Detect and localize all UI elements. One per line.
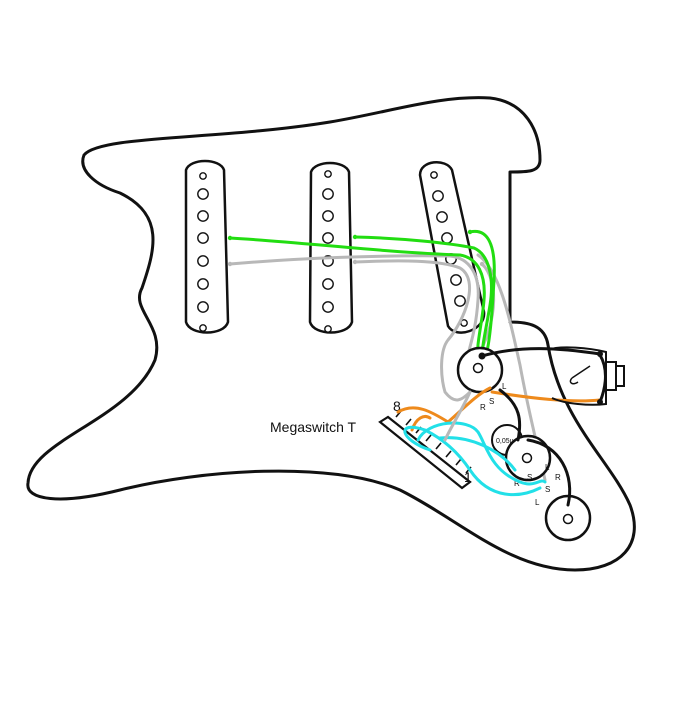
pole-piece [322,232,334,244]
neck-pickup [184,159,230,334]
ground-wire-middle [353,259,472,402]
tone-pot-1-pin-r: R [514,479,520,488]
pickup-terminals [227,229,473,241]
pole-piece [430,171,438,179]
tone-pot-2-pin-s: S [545,485,550,494]
terminal-dot [227,235,233,241]
volume-pot: R S L [456,346,507,412]
pole-piece [197,255,209,267]
pole-piece [322,278,334,290]
pole-piece [197,188,209,200]
tone-pot-2-pin-l: L [535,498,540,507]
pole-piece [324,170,332,178]
pole-piece [322,188,334,200]
capacitor-label: 0,05µ [496,438,514,445]
pole-piece [199,172,207,180]
hot-wires [228,229,496,360]
switch-lug [405,418,412,426]
black-wire-pot-tone [498,388,522,442]
tone-pot-2-pin-r: R [555,473,561,482]
terminal-dot [227,261,233,267]
hot-wire-bridge [468,229,496,358]
black-wire-jack-return [598,353,607,404]
pole-piece [197,210,209,222]
black-wire-jack-pot [480,347,602,358]
cyan-wires [403,421,547,497]
output-jack-contact [571,365,591,379]
pole-piece [197,232,209,244]
pole-piece [450,274,462,286]
middle-pickup [308,161,354,334]
pole-piece [197,301,209,313]
pole-piece [199,324,207,332]
tone-pot-1-pin-s: S [527,473,532,482]
pole-piece [197,278,209,290]
solder-point [597,351,603,357]
tone-pot-2: R S L [535,473,592,542]
terminal-dot [467,229,473,235]
cyan-wire-loop-bottom [403,425,542,497]
pole-piece [454,295,466,307]
megaswitch-body [378,415,472,490]
switch-lug [445,450,452,458]
output-jack-nut [615,365,625,387]
volume-pot-pin-l: L [502,382,507,391]
megaswitch-pin-1: 1 [464,469,472,485]
switch-lug [425,434,432,442]
hot-wire-neck [228,236,486,360]
tone-pot-1-shaft [521,452,533,464]
tone-pot-2-shaft [562,513,574,525]
volume-pot-shaft [472,362,484,374]
black-wire-tone-tone [526,438,572,507]
cyan-wire-loop-top [416,421,547,486]
middle-pickup-outline [308,161,354,334]
pickguard-outline [26,96,636,572]
ground-wire-switch [443,390,472,442]
terminal-dot [352,234,358,240]
cyan-wire-tone [438,436,517,472]
output-jack-barrel [605,361,617,391]
megaswitch: Megaswitch T 8 1 [270,398,472,490]
pole-piece [324,325,332,333]
hot-wire-middle [353,235,493,360]
megaswitch-label: Megaswitch T [270,419,357,435]
pole-piece [322,210,334,222]
megaswitch-lugs [395,410,472,474]
pole-piece [432,190,444,202]
terminal-dot [479,261,485,267]
switch-lug [455,458,462,466]
megaswitch-pin-8: 8 [393,398,401,414]
switch-lug [435,442,442,450]
terminal-dot [352,259,358,265]
ground-wire-neck [228,254,480,357]
pole-piece [436,211,448,223]
pole-piece [322,301,334,313]
tone-pot-1-pin-l: L [545,463,550,472]
output-jack-tip [569,377,579,385]
output-jack [547,346,625,406]
pole-piece [441,232,453,244]
volume-pot-pin-r: R [480,403,486,412]
volume-pot-pin-s: S [489,397,494,406]
neck-pickup-outline [184,159,230,334]
tone-pot-1: R S L [504,434,552,488]
